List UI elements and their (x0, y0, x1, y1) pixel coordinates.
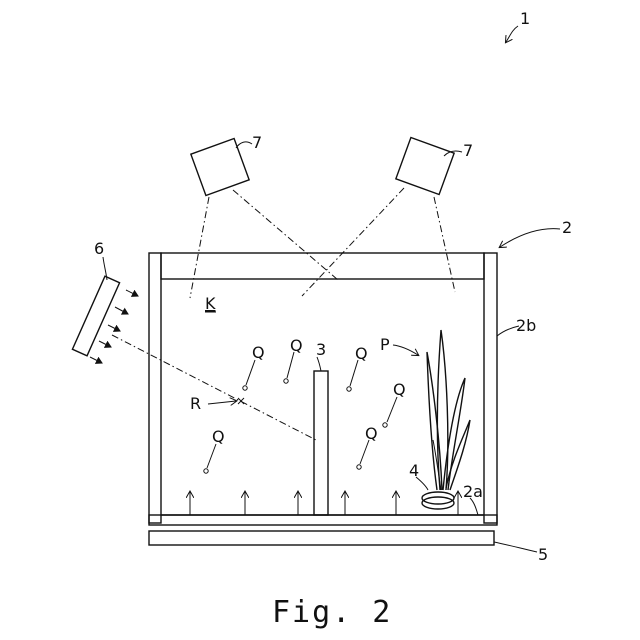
label-camera-left: 7 (252, 133, 262, 152)
rod (314, 371, 328, 515)
label-particle-q6: Q (212, 427, 225, 446)
side-wall-2b (484, 253, 497, 523)
point-r (208, 398, 244, 404)
label-base-plate: 5 (538, 545, 548, 564)
plant-holder (422, 492, 454, 509)
container (149, 253, 497, 525)
label-space: K (205, 294, 216, 313)
label-container: 2 (562, 218, 572, 237)
light-rays (90, 290, 138, 363)
figure-caption: Fig. 2 (272, 595, 392, 630)
label-plant: P (380, 335, 390, 354)
label-rod: 3 (316, 340, 326, 359)
leader-lines (103, 26, 560, 552)
label-particle-q4: Q (393, 380, 406, 399)
label-particle-q3: Q (355, 344, 368, 363)
upward-arrows (190, 492, 458, 515)
label-particle-q1: Q (252, 343, 265, 362)
label-device: 1 (520, 9, 530, 28)
plant-pointer (393, 345, 418, 355)
label-particle-q2: Q (290, 336, 303, 355)
label-particle-q5: Q (365, 424, 378, 443)
label-bottom-wall: 2a (463, 482, 483, 501)
left-wall (149, 253, 161, 523)
label-holder: 4 (409, 461, 419, 480)
camera-right (396, 137, 454, 194)
label-light-panel: 6 (94, 239, 104, 258)
plant (427, 330, 470, 490)
camera-left (191, 138, 249, 195)
optical-axes (112, 188, 455, 440)
light-panel (72, 276, 119, 356)
particles (204, 352, 397, 473)
label-camera-right: 7 (463, 141, 473, 160)
base-plate (149, 531, 494, 545)
label-point-r: R (190, 394, 201, 413)
bottom-wall-2a (149, 515, 497, 525)
lid (161, 253, 484, 279)
label-side-wall: 2b (516, 316, 536, 335)
